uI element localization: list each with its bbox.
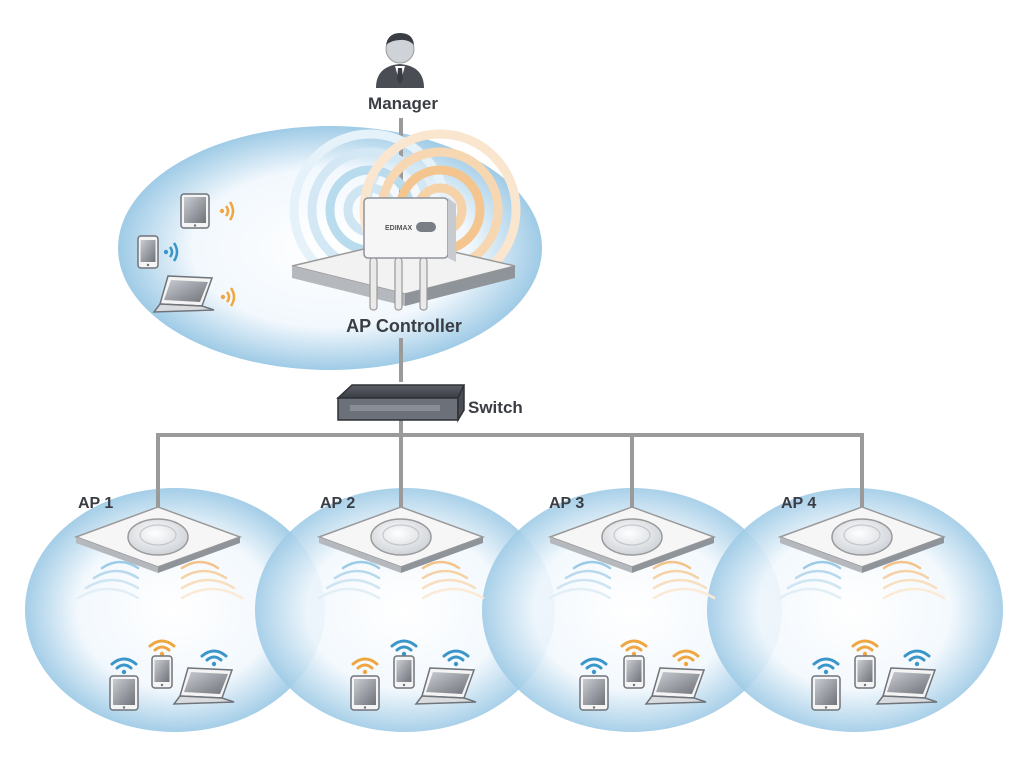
tablet-icon [350,675,380,711]
phone-icon [623,655,645,689]
ap-3-label: AP 3 [549,495,584,512]
switch-icon [336,384,466,423]
phone-icon [151,655,173,689]
phone-icon [137,235,159,269]
person-icon [376,33,424,88]
ap-controller-icon: EDIMAX [291,197,516,311]
tablet-icon [811,675,841,711]
ap-1-label: AP 1 [78,495,113,512]
phone-icon [854,655,876,689]
phone-icon [393,655,415,689]
tablet-icon [180,193,210,229]
ap-2-label: AP 2 [320,495,355,512]
tablet-icon [579,675,609,711]
manager-label: Manager [368,94,438,113]
switch-label: Switch [468,398,523,417]
device-logo: EDIMAX [385,225,413,232]
ap-controller-label: AP Controller [346,316,462,336]
ap-4-label: AP 4 [781,495,816,512]
tablet-icon [109,675,139,711]
